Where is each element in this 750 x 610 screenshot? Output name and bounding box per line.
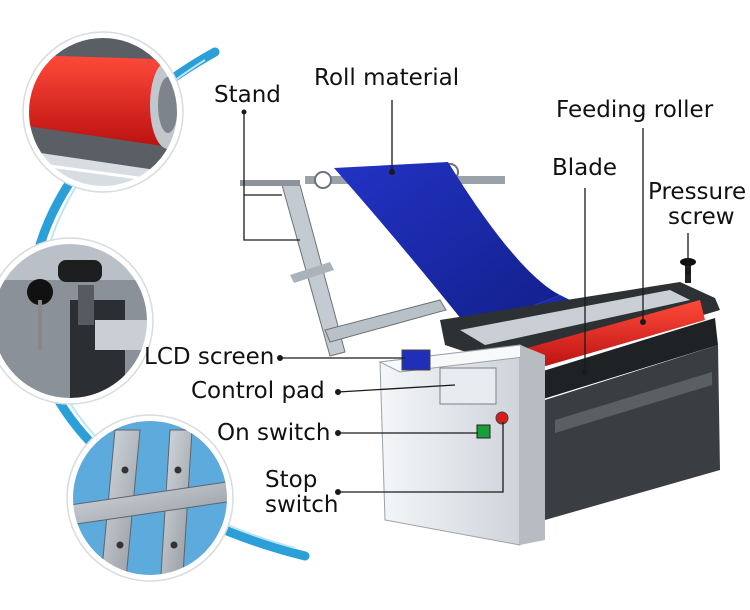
lcd-screen [401,349,431,371]
label-lcd-screen: LCD screen [144,344,275,370]
leader-stand [243,112,300,241]
label-pressure-screw-line1: Pressure [648,179,747,205]
leader-dots [241,109,691,495]
label-control-pad: Control pad [191,378,325,404]
detail-circle-pressure-screw [0,237,154,405]
on-switch-button [476,424,491,439]
label-pressure-screw-line2: screw [668,204,735,231]
leader-lines [243,100,689,493]
label-stop-switch-line2: switch [265,492,339,519]
label-stand: Stand [214,82,281,108]
control-box [378,344,545,546]
label-stop-switch: Stop switch [265,467,345,519]
detail-circle-roller [22,31,184,193]
leader-stop-switch [338,422,504,493]
label-pressure-screw: Pressure screw [648,179,748,231]
leader-control-pad [337,384,456,393]
stop-switch-button [495,411,509,425]
label-feeding-roller: Feeding roller [556,97,714,123]
detail-circle-blades [66,414,234,582]
machine-top-frame [440,258,720,520]
label-stop-switch-line1: Stop [265,467,318,493]
label-on-switch: On switch [217,420,331,446]
control-pad [439,367,497,405]
label-blade: Blade [552,155,618,181]
label-roll-material: Roll material [314,65,460,91]
machine-stand [240,180,447,357]
